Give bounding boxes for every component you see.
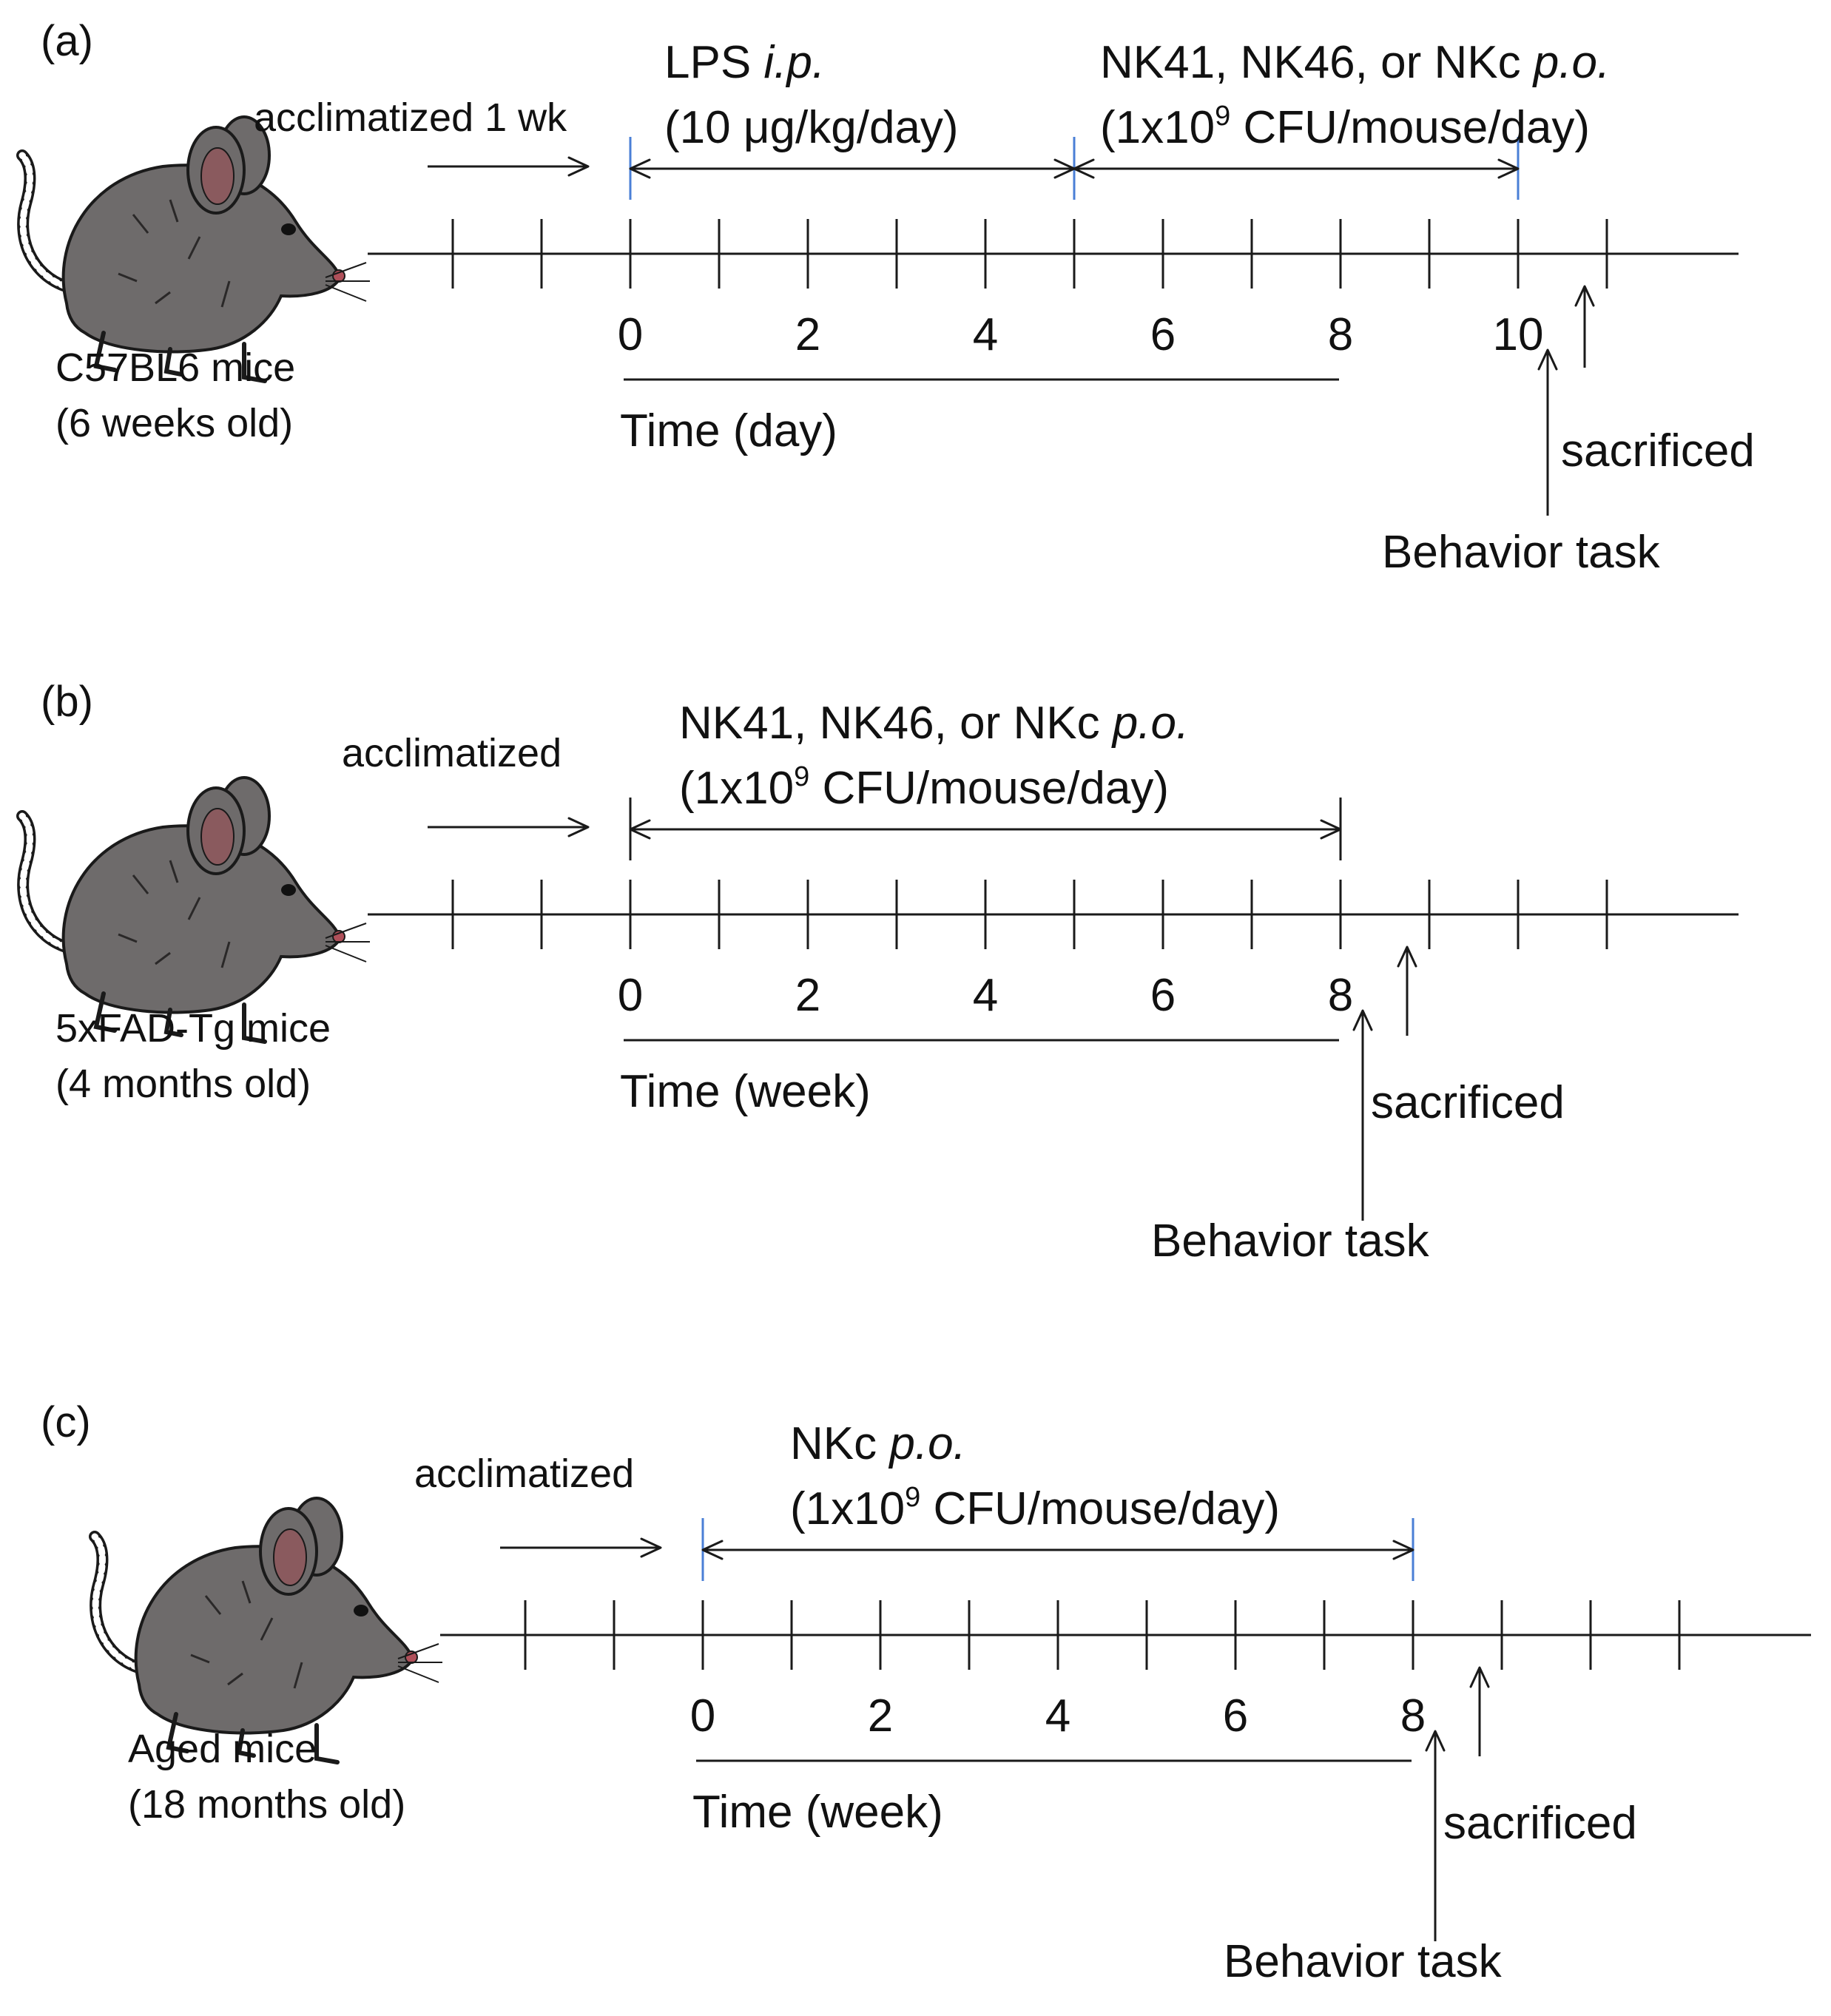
mouse-age-label: (4 months old) bbox=[55, 1062, 311, 1106]
sacrificed-label: sacrificed bbox=[1443, 1798, 1637, 1849]
tick-label: 4 bbox=[973, 309, 998, 360]
behavior-task-arrow-head bbox=[1352, 1009, 1373, 1031]
behavior-task-label: Behavior task bbox=[1151, 1216, 1430, 1267]
mouse-strain-label: C57BL6 mice bbox=[55, 345, 295, 390]
tick-label: 4 bbox=[973, 970, 998, 1021]
tick-label: 0 bbox=[690, 1690, 715, 1742]
mouse-age-label: (6 weeks old) bbox=[55, 401, 293, 445]
sacrificed-label: sacrificed bbox=[1561, 425, 1755, 476]
tick-label: 0 bbox=[618, 970, 643, 1021]
acclimatized-arrow-head bbox=[567, 817, 590, 837]
behavior-task-label: Behavior task bbox=[1382, 527, 1661, 578]
tick-label: 2 bbox=[795, 309, 820, 360]
behavior-task-arrow-head bbox=[1425, 1730, 1446, 1752]
sacrificed-arrow-head bbox=[1574, 285, 1595, 307]
behavior-task-label: Behavior task bbox=[1224, 1936, 1503, 1987]
sacrificed-arrow-head bbox=[1469, 1666, 1490, 1688]
behavior-task-arrow-head bbox=[1537, 348, 1558, 371]
tick-label: 6 bbox=[1150, 309, 1176, 360]
mouse-image bbox=[95, 1498, 442, 1762]
acclimatized-label: acclimatized bbox=[342, 731, 562, 775]
tick-label: 6 bbox=[1223, 1690, 1248, 1742]
mouse-age-label: (18 months old) bbox=[128, 1782, 405, 1827]
acclimatized-arrow-head bbox=[640, 1537, 662, 1558]
tick-label: 2 bbox=[795, 970, 820, 1021]
treatment-dose: (1x109 CFU/mouse/day) bbox=[790, 1482, 1280, 1534]
sacrificed-arrow-head bbox=[1397, 945, 1417, 968]
mouse-illustration bbox=[95, 1498, 442, 1762]
mouse-illustration bbox=[22, 778, 370, 1042]
sacrificed-label: sacrificed bbox=[1371, 1077, 1565, 1128]
treatment-arrow-head-left bbox=[629, 819, 651, 840]
tick-label: 2 bbox=[868, 1690, 893, 1742]
axis-label: Time (week) bbox=[620, 1066, 871, 1117]
axis-label: Time (day) bbox=[620, 405, 837, 456]
mouse-illustration bbox=[22, 117, 370, 381]
tick-label: 8 bbox=[1328, 309, 1353, 360]
treatment-arrow-head-left bbox=[701, 1540, 724, 1560]
treatment-title: NK41, NK46, or NKc p.o. bbox=[679, 698, 1189, 749]
treatment-arrow-head-right bbox=[1497, 158, 1520, 179]
acclimatized-label: acclimatized bbox=[414, 1452, 634, 1496]
treatment-arrow-head-right bbox=[1320, 819, 1342, 840]
treatment-dose: (1x109 CFU/mouse/day) bbox=[679, 761, 1169, 814]
panel-label: (b) bbox=[41, 678, 93, 726]
tick-label: 10 bbox=[1493, 309, 1544, 360]
treatment-title: NKc p.o. bbox=[790, 1418, 966, 1469]
acclimatized-label: acclimatized 1 wk bbox=[254, 95, 567, 140]
timeline-panel-b: (b) 5xFAD-Tg mice (4 months old) 0 2 4 6 8Time … bbox=[22, 678, 1739, 1267]
panel-label: (a) bbox=[41, 17, 93, 65]
mouse-strain-label: 5xFAD-Tg mice bbox=[55, 1006, 331, 1051]
panel-label: (c) bbox=[41, 1398, 91, 1446]
tick-label: 8 bbox=[1328, 970, 1353, 1021]
treatment2-dose: (1x109 CFU/mouse/day) bbox=[1100, 101, 1590, 153]
axis-label: Time (week) bbox=[692, 1787, 943, 1838]
acclimatized-arrow-head bbox=[567, 156, 590, 177]
lps-arrow-head-left bbox=[629, 158, 651, 179]
treatment1-title: LPS i.p. bbox=[664, 37, 825, 88]
tick-label: 0 bbox=[618, 309, 643, 360]
treatment-arrow-head-right bbox=[1392, 1540, 1414, 1560]
treatment1-dose: (10 μg/kg/day) bbox=[664, 102, 959, 153]
treatment2-title: NK41, NK46, or NKc p.o. bbox=[1100, 37, 1610, 88]
mouse-image bbox=[22, 117, 370, 381]
tick-label: 6 bbox=[1150, 970, 1176, 1021]
tick-label: 8 bbox=[1400, 1690, 1426, 1742]
treatment-arrow-head-left bbox=[1073, 158, 1095, 179]
mouse-strain-label: Aged mice bbox=[128, 1727, 317, 1771]
mouse-image bbox=[22, 778, 370, 1042]
tick-label: 4 bbox=[1045, 1690, 1070, 1742]
